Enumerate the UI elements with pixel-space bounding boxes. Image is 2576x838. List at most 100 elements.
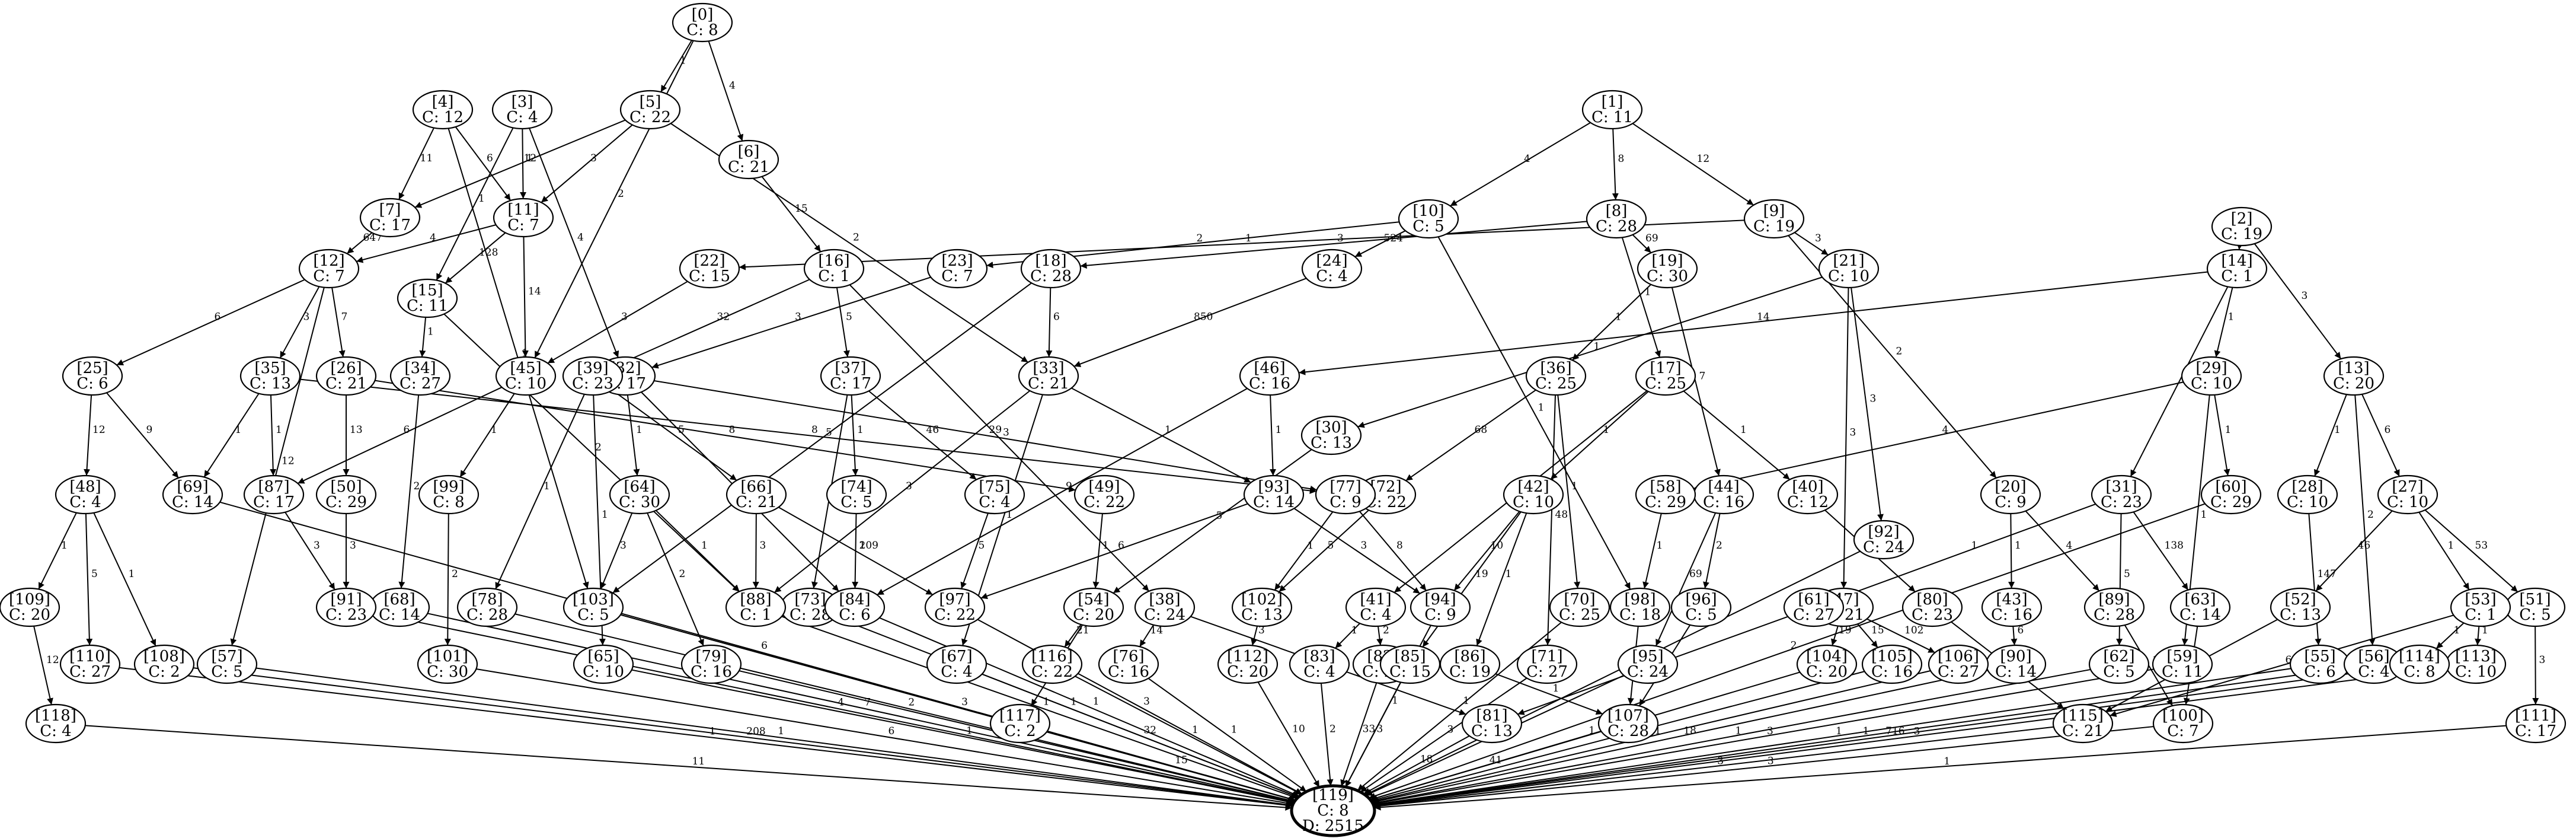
node-45[interactable]: [45]C: 10 (495, 356, 557, 396)
node-58[interactable]: [58]C: 29 (1635, 474, 1696, 515)
node-7[interactable]: [7]C: 17 (359, 197, 421, 238)
node-102[interactable]: [102]C: 13 (1231, 587, 1293, 627)
node-91[interactable]: [91]C: 23 (315, 587, 377, 627)
node-54[interactable]: [54]C: 20 (1063, 587, 1124, 627)
node-19[interactable]: [19]C: 30 (1637, 248, 1698, 289)
node-118[interactable]: [118]C: 4 (25, 703, 87, 744)
node-14[interactable]: [14]C: 1 (2206, 248, 2268, 289)
node-61[interactable]: [61]C: 27 (1783, 587, 1845, 627)
node-30[interactable]: [30]C: 13 (1300, 415, 1362, 455)
node-117[interactable]: [117]C: 2 (989, 703, 1051, 744)
node-119[interactable]: [119]C: 8D: 2515 (1290, 784, 1376, 837)
node-98[interactable]: [98]C: 18 (1609, 587, 1671, 627)
node-18[interactable]: [18]C: 28 (1020, 248, 1082, 289)
node-42[interactable]: [42]C: 10 (1503, 474, 1564, 515)
node-81[interactable]: [81]C: 13 (1461, 703, 1523, 744)
node-101[interactable]: [101]C: 30 (417, 644, 478, 684)
node-113[interactable]: [113]C: 10 (2445, 644, 2507, 684)
node-63[interactable]: [63]C: 14 (2169, 587, 2231, 627)
node-17[interactable]: [17]C: 25 (1635, 356, 1696, 396)
node-75[interactable]: [75]C: 4 (964, 474, 1025, 515)
node-22[interactable]: [22]C: 15 (679, 248, 740, 289)
node-70[interactable]: [70]C: 25 (1549, 587, 1610, 627)
node-15[interactable]: [15]C: 11 (397, 278, 458, 318)
node-55[interactable]: [55]C: 6 (2289, 644, 2351, 684)
node-109[interactable]: [109]C: 20 (0, 587, 60, 627)
node-3[interactable]: [3]C: 4 (491, 90, 553, 130)
node-84[interactable]: [84]C: 6 (824, 587, 886, 627)
node-95[interactable]: [95]C: 24 (1617, 644, 1679, 684)
node-60[interactable]: [60]C: 29 (2200, 474, 2262, 515)
node-79[interactable]: [79]C: 16 (680, 644, 742, 684)
node-111[interactable]: [111]C: 17 (2505, 703, 2567, 744)
node-31[interactable]: [31]C: 23 (2091, 474, 2152, 515)
node-16[interactable]: [16]C: 1 (803, 248, 865, 289)
node-66[interactable]: [66]C: 21 (726, 474, 787, 515)
node-56[interactable]: [56]C: 4 (2343, 644, 2405, 684)
node-71[interactable]: [71]C: 27 (1516, 644, 1578, 684)
node-77[interactable]: [77]C: 9 (1315, 474, 1376, 515)
node-106[interactable]: [106]C: 27 (1928, 644, 1989, 684)
node-39[interactable]: [39]C: 23 (562, 356, 624, 396)
node-49[interactable]: [49]C: 22 (1073, 474, 1135, 515)
node-67[interactable]: [67]C: 4 (926, 644, 987, 684)
node-83[interactable]: [83]C: 4 (1289, 644, 1350, 684)
node-5[interactable]: [5]C: 22 (619, 90, 681, 130)
node-104[interactable]: [104]C: 20 (1796, 644, 1858, 684)
node-40[interactable]: [40]C: 12 (1777, 474, 1839, 515)
node-100[interactable]: [100]C: 7 (2152, 703, 2214, 744)
node-27[interactable]: [27]C: 10 (2377, 474, 2438, 515)
node-20[interactable]: [20]C: 9 (1980, 474, 2041, 515)
node-0[interactable]: [0]C: 8 (672, 2, 733, 43)
node-52[interactable]: [52]C: 13 (2270, 587, 2331, 627)
node-53[interactable]: [53]C: 1 (2450, 587, 2511, 627)
node-97[interactable]: [97]C: 22 (924, 587, 986, 627)
node-89[interactable]: [89]C: 28 (2083, 587, 2145, 627)
node-8[interactable]: [8]C: 28 (1586, 199, 1647, 239)
node-115[interactable]: [115]C: 21 (2052, 703, 2114, 744)
node-6[interactable]: [6]C: 21 (718, 139, 779, 180)
node-38[interactable]: [38]C: 24 (1134, 587, 1196, 627)
node-93[interactable]: [93]C: 14 (1243, 474, 1305, 515)
node-24[interactable]: [24]C: 4 (1301, 248, 1363, 289)
node-78[interactable]: [78]C: 28 (456, 587, 518, 627)
node-64[interactable]: [64]C: 30 (609, 474, 670, 515)
node-76[interactable]: [76]C: 16 (1098, 644, 1159, 684)
node-94[interactable]: [94]C: 9 (1410, 587, 1471, 627)
node-44[interactable]: [44]C: 16 (1693, 474, 1754, 515)
node-73[interactable]: [73]C: 28 (779, 587, 841, 627)
node-85[interactable]: [85]C: 15 (1379, 644, 1441, 684)
node-99[interactable]: [99]C: 8 (418, 474, 480, 515)
node-87[interactable]: [87]C: 17 (243, 474, 305, 515)
node-108[interactable]: [108]C: 2 (133, 644, 195, 684)
node-35[interactable]: [35]C: 13 (239, 356, 301, 396)
node-21[interactable]: [21]C: 10 (1818, 248, 1880, 289)
node-103[interactable]: [103]C: 5 (562, 587, 624, 627)
node-107[interactable]: [107]C: 28 (1597, 703, 1659, 744)
node-9[interactable]: [9]C: 19 (1743, 199, 1805, 239)
node-112[interactable]: [112]C: 20 (1217, 644, 1279, 684)
node-74[interactable]: [74]C: 5 (826, 474, 887, 515)
node-88[interactable]: [88]C: 1 (725, 587, 787, 627)
node-33[interactable]: [33]C: 21 (1018, 356, 1079, 396)
node-11[interactable]: [11]C: 7 (493, 197, 554, 238)
node-10[interactable]: [10]C: 5 (1398, 199, 1459, 239)
node-37[interactable]: [37]C: 17 (820, 356, 881, 396)
node-105[interactable]: [105]C: 16 (1861, 644, 1923, 684)
node-57[interactable]: [57]C: 5 (196, 644, 258, 684)
node-50[interactable]: [50]C: 29 (315, 474, 377, 515)
node-62[interactable]: [62]C: 5 (2088, 644, 2150, 684)
node-65[interactable]: [65]C: 10 (573, 644, 634, 684)
node-4[interactable]: [4]C: 12 (412, 90, 474, 130)
node-96[interactable]: [96]C: 5 (1670, 587, 1732, 627)
node-90[interactable]: [90]C: 14 (1985, 644, 2047, 684)
node-25[interactable]: [25]C: 6 (62, 356, 123, 396)
node-36[interactable]: [36]C: 25 (1525, 356, 1587, 396)
node-114[interactable]: [114]C: 8 (2389, 644, 2450, 684)
node-68[interactable]: [68]C: 14 (369, 587, 430, 627)
node-12[interactable]: [12]C: 7 (298, 248, 360, 289)
node-48[interactable]: [48]C: 4 (55, 474, 116, 515)
node-69[interactable]: [69]C: 14 (162, 474, 223, 515)
node-80[interactable]: [80]C: 23 (1901, 587, 1963, 627)
node-116[interactable]: [116]C: 22 (1021, 644, 1083, 684)
